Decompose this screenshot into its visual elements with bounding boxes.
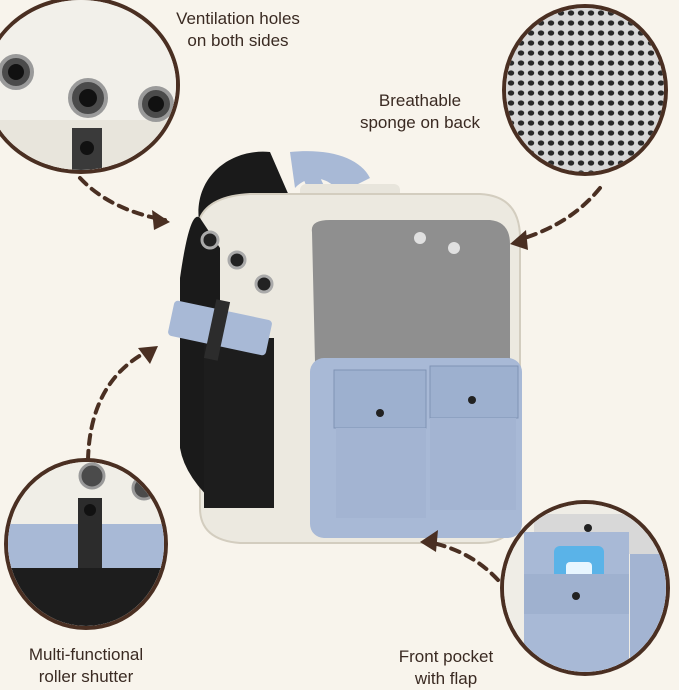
- pet-carrier-backpack: [160, 148, 530, 553]
- shutter-label: Multi-functional roller shutter: [28, 645, 144, 686]
- ventilation-label: Ventilation holes on both sides: [176, 9, 300, 50]
- ventilation-detail-circle: [0, 0, 180, 174]
- sponge-detail-circle: [502, 4, 668, 176]
- pocket-label: Front pocket with flap: [398, 647, 494, 688]
- sponge-label: Breathable sponge on back: [359, 91, 481, 132]
